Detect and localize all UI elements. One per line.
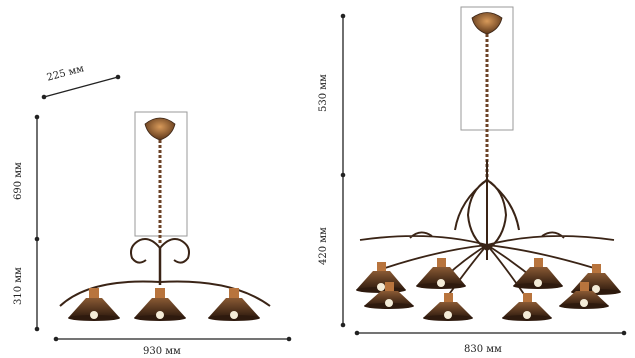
left-lower-height-label: 310 мм [13, 267, 24, 305]
right-shade-5 [364, 282, 414, 309]
left-fixture [34, 74, 292, 342]
left-shade-2 [134, 288, 186, 321]
left-arm-bar [59, 280, 271, 307]
right-shade-6 [423, 293, 473, 321]
left-ceiling-cap [144, 117, 176, 141]
left-width-label: 930 мм [143, 346, 181, 357]
right-width-label: 830 мм [464, 344, 502, 355]
right-shade-8 [559, 282, 609, 309]
right-ceiling-cap [471, 12, 503, 35]
right-shade-2 [416, 258, 466, 289]
right-fixture [340, 6, 627, 336]
right-shade-1 [356, 262, 406, 293]
right-shade-7 [502, 293, 552, 321]
left-depth-dimension-line [43, 76, 119, 98]
left-shade-1 [68, 288, 120, 321]
left-upper-height-label: 690 мм [13, 162, 24, 200]
left-scroll-arms [130, 238, 190, 264]
right-lower-height-label: 420 мм [318, 227, 329, 265]
right-upper-height-label: 530 мм [318, 74, 329, 112]
right-arms [359, 231, 615, 301]
right-shade-3 [513, 258, 563, 289]
right-shade-4 [571, 264, 621, 295]
left-shade-3 [208, 288, 260, 321]
